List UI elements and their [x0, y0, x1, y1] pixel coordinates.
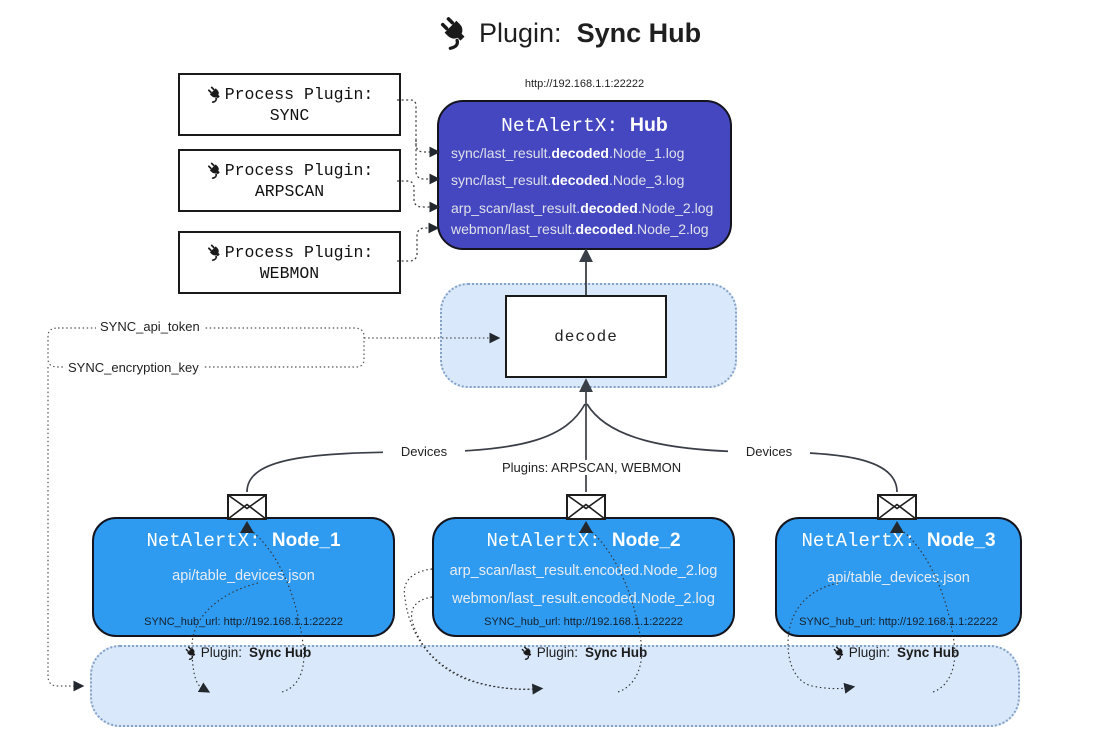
- node-title-mono: NetAlertX:: [486, 530, 601, 552]
- hub-box: NetAlertX: Hub sync/last_result.decoded.…: [437, 100, 732, 250]
- process-plugin-label: Process Plugin:: [224, 160, 374, 180]
- log-post: .Node_1.log: [608, 145, 685, 161]
- hub-url-label: http://192.168.1.1:22222: [524, 78, 645, 90]
- log-bold: decoded: [575, 221, 634, 237]
- edge-arpscan-to-hub: [397, 180, 441, 213]
- node-3-box: NetAlertX: Node_3 api/table_devices.json…: [775, 517, 1022, 637]
- node-line: webmon/last_result.encoded.Node_2.log: [452, 591, 715, 607]
- log-pre: sync/last_result.: [451, 145, 552, 161]
- log-post: .Node_2.log: [633, 221, 709, 237]
- plug-icon: [832, 646, 846, 660]
- hub-title-mono: NetAlertX:: [501, 115, 619, 137]
- envelope-icon-node1: [227, 494, 267, 520]
- edge-config-to-encode-band: [47, 367, 85, 692]
- node-title-bold: Node_3: [926, 530, 996, 551]
- encode-plugin-label-bold: Sync Hub: [585, 645, 648, 660]
- edge-sync-to-hub: [397, 99, 441, 185]
- plugins-mid-label: Plugins: ARPSCAN, WEBMON: [498, 460, 682, 475]
- edge-nodes-to-decode: [246, 378, 898, 493]
- encode-plugin-label-bold: Sync Hub: [897, 645, 960, 660]
- sync-encryption-key-label: SYNC_encryption_key: [64, 360, 203, 375]
- plug-icon: [520, 646, 534, 660]
- node-line: api/table_devices.json: [827, 570, 970, 586]
- node-title-bold: Node_1: [271, 530, 341, 551]
- encode-plugin-label-2: Plugin: Sync Hub: [516, 645, 651, 660]
- node-title: NetAlertX: Node_3: [777, 530, 1020, 552]
- node-footer: SYNC_hub_url: http://192.168.1.1:22222: [144, 616, 343, 628]
- encode-plugin-label-3: Plugin: Sync Hub: [828, 645, 963, 660]
- log-pre: sync/last_result.: [451, 172, 552, 188]
- process-plugin-arpscan-box: Process Plugin: ARPSCAN: [178, 149, 401, 212]
- hub-title-bold: Hub: [629, 114, 668, 136]
- node-title-bold: Node_2: [611, 530, 681, 551]
- process-plugin-label: Process Plugin:: [224, 84, 374, 104]
- node-2-box: NetAlertX: Node_2 arp_scan/last_result.e…: [432, 517, 735, 637]
- page-title-bold: Sync Hub: [576, 17, 702, 48]
- hub-log-line: webmon/last_result.decoded.Node_2.log: [451, 221, 728, 239]
- node-footer: SYNC_hub_url: http://192.168.1.1:22222: [484, 616, 683, 628]
- page-title-prefix: Plugin:: [479, 17, 562, 48]
- plug-icon: [206, 244, 223, 261]
- devices-right-label: Devices: [728, 444, 810, 459]
- envelope-icon-node3: [877, 494, 917, 520]
- edge-webmon-to-hub: [397, 222, 440, 262]
- encode-plugin-label-bold: Sync Hub: [249, 645, 312, 660]
- process-plugin-label: Process Plugin:: [224, 242, 374, 262]
- hub-log-line: sync/last_result.decoded.Node_1.log: [451, 145, 728, 163]
- log-bold: decoded: [551, 145, 609, 161]
- process-plugin-name: WEBMON: [259, 263, 320, 283]
- process-plugin-name: SYNC: [269, 105, 310, 125]
- node-title-mono: NetAlertX:: [801, 530, 916, 552]
- node-1-box: NetAlertX: Node_1 api/table_devices.json…: [92, 517, 395, 637]
- decode-box: decode: [505, 295, 667, 378]
- envelope-icon-node2: [566, 494, 606, 520]
- log-bold: decoded: [551, 172, 609, 188]
- hub-title: NetAlertX: Hub: [439, 114, 730, 137]
- node-footer: SYNC_hub_url: http://192.168.1.1:22222: [799, 616, 998, 628]
- encode-plugin-label-1: Plugin: Sync Hub: [180, 645, 315, 660]
- sync-api-token-label: SYNC_api_token: [96, 319, 204, 334]
- encode-plugin-label-prefix: Plugin:: [536, 645, 578, 660]
- log-bold: decoded: [580, 200, 638, 216]
- log-pre: arp_scan/last_result.: [451, 200, 581, 216]
- process-plugin-sync-box: Process Plugin: SYNC: [178, 73, 401, 136]
- node-title: NetAlertX: Node_2: [434, 530, 733, 552]
- node-line: arp_scan/last_result.encoded.Node_2.log: [449, 563, 718, 579]
- plug-icon: [206, 162, 223, 179]
- hub-log-line: sync/last_result.decoded.Node_3.log: [451, 172, 728, 190]
- node-line: api/table_devices.json: [172, 568, 315, 584]
- plug-icon: [184, 646, 198, 660]
- encode-plugin-label-prefix: Plugin:: [848, 645, 890, 660]
- process-plugin-name: ARPSCAN: [254, 181, 325, 201]
- hub-log-line: arp_scan/last_result.decoded.Node_2.log: [451, 200, 728, 218]
- node-title: NetAlertX: Node_1: [94, 530, 393, 552]
- plug-icon: [206, 86, 223, 103]
- process-plugin-webmon-box: Process Plugin: WEBMON: [178, 231, 401, 294]
- log-post: .Node_2.log: [637, 200, 714, 216]
- node-title-mono: NetAlertX:: [146, 530, 261, 552]
- plug-icon: [437, 16, 471, 50]
- log-post: .Node_3.log: [608, 172, 685, 188]
- encode-plugin-label-prefix: Plugin:: [200, 645, 242, 660]
- page-title: Plugin: Sync Hub: [437, 16, 701, 50]
- log-pre: webmon/last_result.: [451, 221, 576, 237]
- devices-left-label: Devices: [383, 444, 465, 459]
